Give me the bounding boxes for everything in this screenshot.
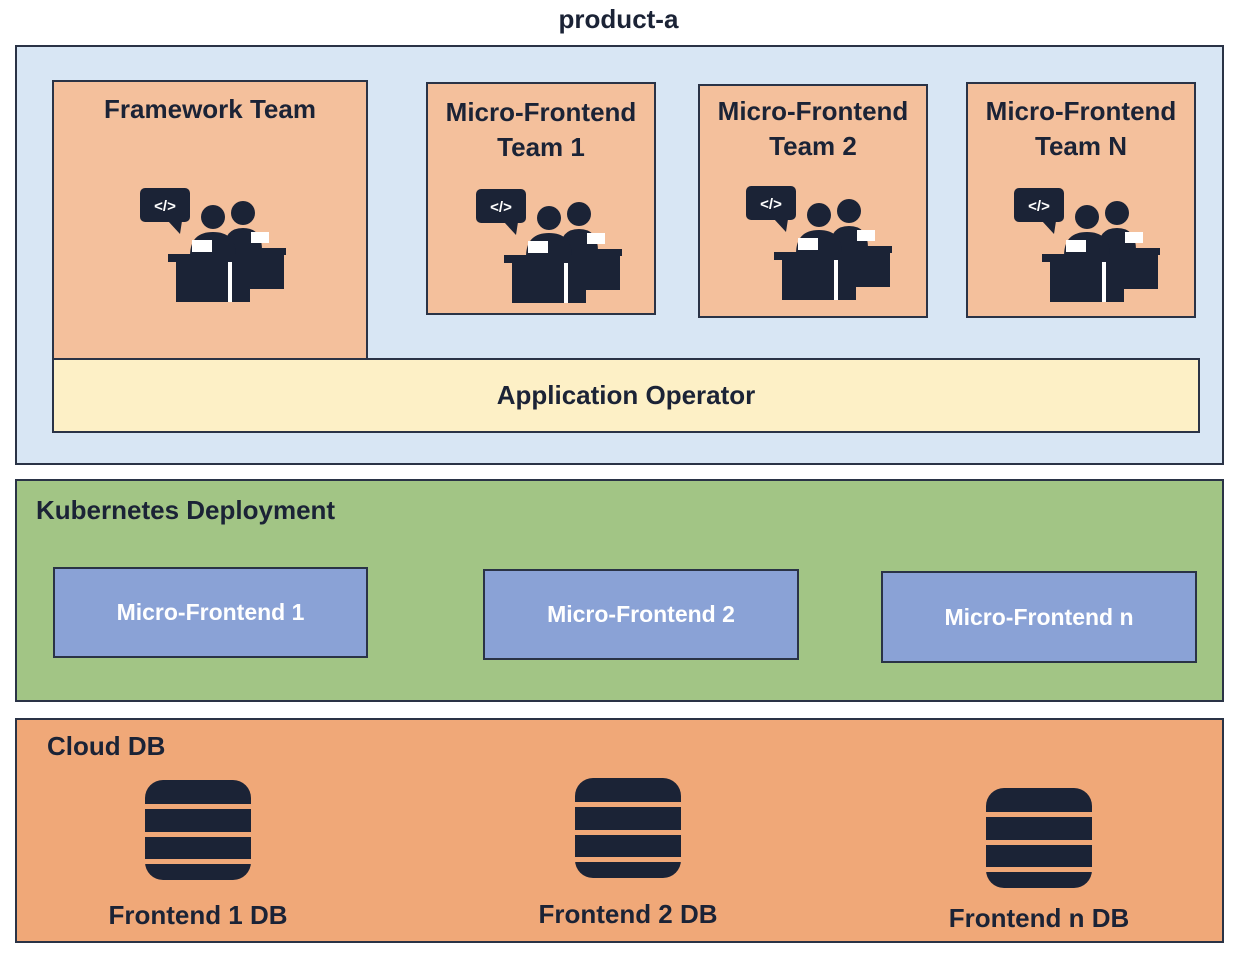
micro-frontend-2-label: Micro-Frontend 2 bbox=[547, 601, 735, 627]
developers-at-desk-icon bbox=[140, 188, 286, 302]
application-operator-label: Application Operator bbox=[496, 380, 756, 410]
database-icon bbox=[145, 780, 251, 880]
frontend-2-db-label: Frontend 2 DB bbox=[538, 899, 718, 929]
kubernetes-deployment-label: Kubernetes Deployment bbox=[36, 495, 336, 525]
database-icon bbox=[575, 778, 681, 878]
framework-team-label: Framework Team bbox=[104, 94, 316, 124]
micro-frontend-n-label: Micro-Frontend n bbox=[944, 603, 1134, 630]
micro-frontend-1-label: Micro-Frontend 1 bbox=[116, 599, 305, 625]
micro-frontend-1-box: Micro-Frontend 1 bbox=[53, 567, 368, 658]
team-1-box: Micro-Frontend Team 1 bbox=[426, 82, 656, 315]
frontend-n-db-label: Frontend n DB bbox=[948, 903, 1130, 933]
team-n-label: Micro-Frontend Team N bbox=[985, 96, 1177, 161]
team-1-label: Micro-Frontend Team 1 bbox=[445, 97, 637, 162]
team-2-label: Micro-Frontend Team 2 bbox=[717, 96, 909, 161]
developers-at-desk-icon bbox=[746, 186, 892, 300]
micro-frontend-2-box: Micro-Frontend 2 bbox=[483, 569, 799, 660]
team-n-box: Micro-Frontend Team N bbox=[966, 82, 1196, 318]
cloud-db-label: Cloud DB bbox=[47, 731, 166, 761]
team-2-box: Micro-Frontend Team 2 bbox=[698, 84, 928, 318]
developers-at-desk-icon bbox=[1014, 188, 1160, 302]
developers-at-desk-icon bbox=[476, 189, 622, 303]
framework-team-box: Framework Team bbox=[52, 80, 368, 362]
micro-frontend-n-box: Micro-Frontend n bbox=[881, 571, 1197, 663]
diagram-title: product-a bbox=[558, 4, 679, 34]
application-operator-box: Application Operator bbox=[52, 358, 1200, 433]
frontend-1-db-label: Frontend 1 DB bbox=[108, 900, 288, 930]
database-icon bbox=[986, 788, 1092, 888]
